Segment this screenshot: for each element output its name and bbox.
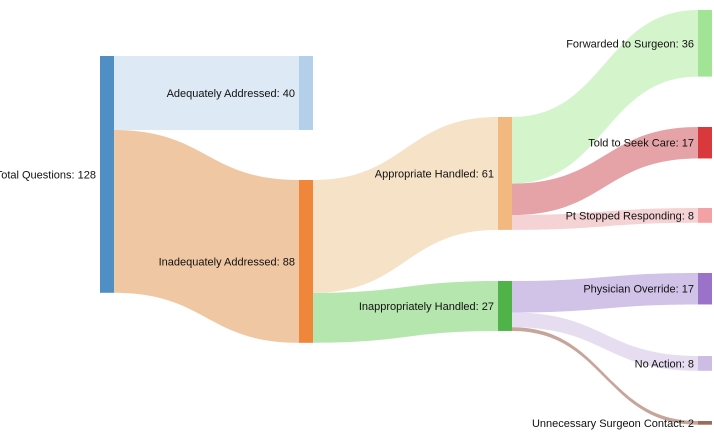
link-inappropriate-to-override — [512, 273, 698, 313]
links-layer — [114, 10, 698, 425]
nodes-layer — [100, 10, 712, 425]
node-label-inadequate: Inadequately Addressed: 88 — [159, 256, 295, 268]
link-inadequate-to-inappropriate — [313, 281, 498, 343]
link-total-to-adequate — [114, 56, 299, 130]
node-forwarded — [698, 10, 712, 77]
node-appropriate — [498, 117, 512, 230]
node-stopped — [698, 208, 712, 223]
link-appropriate-to-stopped — [512, 208, 698, 230]
node-unnecessary — [698, 421, 712, 425]
node-noaction — [698, 356, 712, 371]
node-label-appropriate: Appropriate Handled: 61 — [375, 168, 494, 180]
node-label-unnecessary: Unnecessary Surgeon Contact: 2 — [532, 418, 694, 430]
link-inappropriate-to-unnecessary — [512, 327, 698, 425]
node-label-forwarded: Forwarded to Surgeon: 36 — [566, 38, 694, 50]
node-total — [100, 56, 114, 293]
link-inappropriate-to-noaction — [512, 312, 698, 371]
node-label-inappropriate: Inappropriately Handled: 27 — [359, 301, 494, 313]
node-seekcare — [698, 127, 712, 159]
node-inadequate — [299, 180, 313, 343]
link-inadequate-to-appropriate — [313, 117, 498, 293]
node-label-adequate: Adequately Addressed: 40 — [167, 88, 295, 100]
node-label-seekcare: Told to Seek Care: 17 — [588, 138, 694, 150]
node-label-override: Physician Override: 17 — [583, 284, 694, 296]
labels-layer: Total Questions: 128 Adequately Addressed… — [0, 38, 694, 430]
node-label-noaction: No Action: 8 — [635, 358, 694, 370]
node-label-stopped: Pt Stopped Responding: 8 — [566, 210, 694, 222]
link-total-to-inadequate — [114, 130, 299, 343]
node-adequate — [299, 56, 313, 130]
link-appropriate-to-forwarded — [512, 10, 698, 184]
node-label-total: Total Questions: 128 — [0, 169, 96, 181]
link-appropriate-to-seekcare — [512, 127, 698, 216]
node-override — [698, 273, 712, 305]
node-inappropriate — [498, 281, 512, 331]
